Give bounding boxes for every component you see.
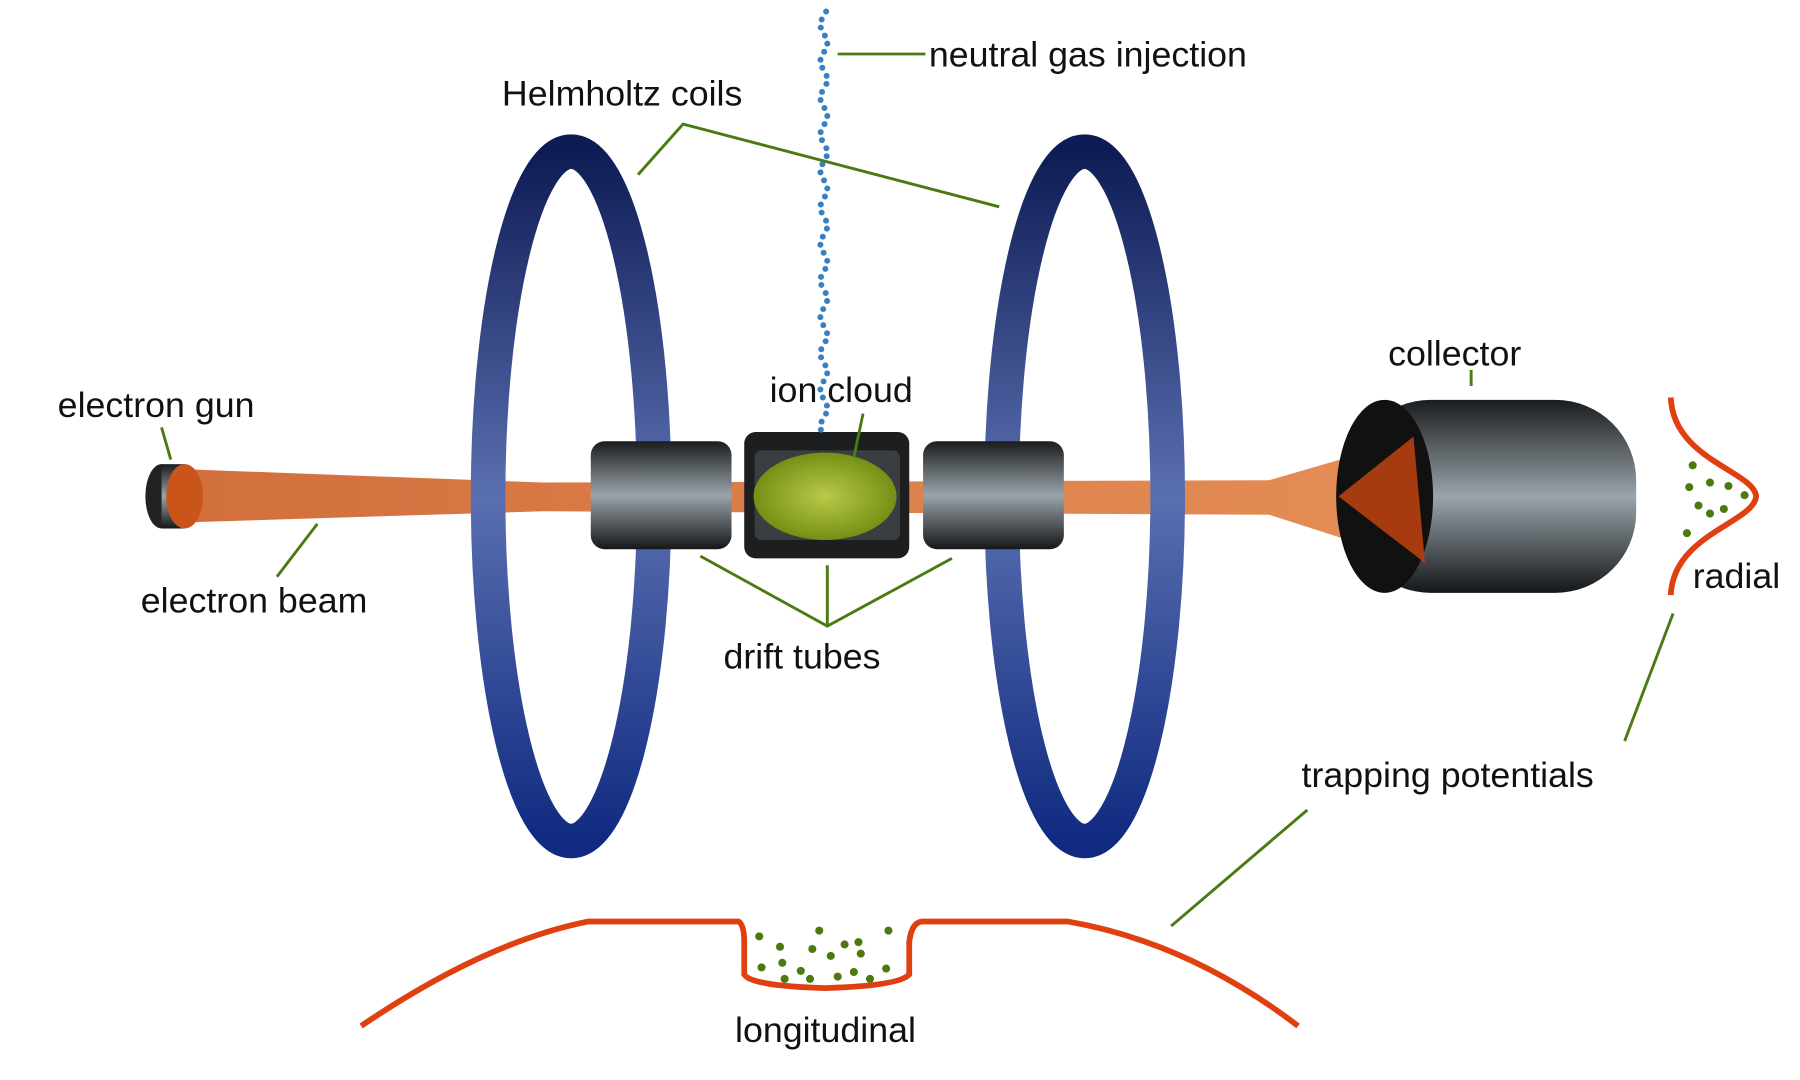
ion-dot (780, 974, 789, 983)
gas-particle (817, 56, 824, 63)
gas-particle (823, 217, 830, 224)
gas-particle (824, 185, 831, 192)
gas-particle (821, 105, 828, 111)
ion-dot (840, 940, 849, 949)
collector (1336, 399, 1637, 593)
label-drift-tubes: drift tubes (723, 637, 880, 677)
gas-particle (822, 338, 829, 345)
gas-particle (817, 386, 824, 393)
ion-dot (826, 951, 835, 960)
leader-lines (160, 52, 1675, 928)
gas-particle (818, 16, 825, 23)
gas-particle (819, 64, 826, 71)
label-radial: radial (1693, 556, 1780, 596)
gas-particle (817, 241, 824, 248)
gas-particle (821, 193, 828, 200)
ion-dot (775, 942, 785, 951)
electron-gun (145, 464, 204, 529)
label-electron-beam: electron beam (141, 580, 368, 620)
gas-particle (817, 96, 824, 103)
gas-particle (818, 418, 825, 425)
ion-dot (1685, 483, 1694, 492)
ion-dot (755, 932, 764, 941)
neutral-gas-stream (817, 8, 831, 433)
gas-particle (817, 314, 824, 321)
label-trapping-potentials: trapping potentials (1302, 755, 1594, 795)
gas-particle (818, 354, 825, 361)
gas-particle (817, 201, 824, 208)
ion-dot (815, 926, 824, 935)
gas-particle (823, 145, 830, 152)
ion-dot (1740, 491, 1749, 500)
gas-particle (821, 177, 828, 184)
gas-particle (821, 48, 828, 55)
label-ion-cloud: ion cloud (770, 370, 913, 410)
gas-particle (823, 402, 830, 409)
gas-particle (824, 370, 831, 377)
gas-particle (824, 257, 831, 264)
ion-dot (833, 972, 842, 981)
label-neutral-gas-injection: neutral gas injection (929, 35, 1247, 75)
ion-dot (849, 967, 858, 977)
ion-dot (808, 945, 817, 954)
gas-particle (818, 281, 825, 288)
label-collector: collector (1388, 333, 1521, 373)
gas-particle (822, 289, 829, 296)
ion-dot (805, 974, 815, 983)
gas-particle (817, 426, 824, 433)
ion-dot (1694, 501, 1703, 510)
gas-particle (822, 362, 829, 369)
ion-dot (856, 949, 865, 958)
gas-particle (822, 265, 829, 272)
ion-dot (882, 964, 891, 973)
gas-particle (819, 233, 826, 240)
gas-particle (819, 394, 826, 401)
ion-dot (1719, 504, 1728, 513)
gas-particle (824, 298, 831, 305)
ion-dot (865, 974, 875, 983)
label-helmholtz-coils: Helmholtz coils (502, 74, 742, 114)
gas-particle (817, 129, 824, 136)
gas-particle (823, 410, 830, 417)
gas-particle (824, 40, 831, 47)
ion-dot (1682, 529, 1691, 538)
gas-particle (818, 346, 825, 353)
gas-particle (820, 249, 827, 256)
gas-particle (820, 378, 827, 385)
gas-particle (824, 113, 831, 120)
ion-dot (854, 938, 863, 947)
gas-particle (818, 209, 825, 216)
label-longitudinal: longitudinal (735, 1010, 916, 1050)
gas-particle (820, 322, 827, 329)
gas-particle (823, 153, 830, 160)
longitudinal-potential-plot (359, 918, 1300, 1029)
gas-particle (823, 8, 830, 15)
gas-particle (823, 72, 830, 79)
gas-particle (824, 330, 831, 337)
ion-cloud (753, 452, 897, 540)
gas-particle (817, 24, 824, 31)
ion-dot (1724, 481, 1733, 491)
gas-particle (823, 80, 830, 87)
label-electron-gun: electron gun (58, 385, 255, 425)
gas-particle (818, 137, 825, 144)
ion-dot (1688, 461, 1697, 470)
radial-potential-plot (1667, 397, 1760, 596)
gas-particle (817, 169, 824, 176)
ion-dot (796, 966, 805, 975)
ion-dot (757, 963, 766, 972)
ion-dot (1705, 509, 1715, 518)
ion-dot (778, 958, 787, 967)
gas-particle (819, 161, 826, 168)
gas-particle (819, 88, 826, 95)
ion-dot (884, 926, 893, 935)
ion-dot (1705, 478, 1715, 487)
gas-particle (821, 32, 828, 39)
gas-particle (820, 306, 827, 313)
gas-particle (821, 121, 828, 128)
gas-particle (818, 273, 825, 280)
gas-particle (823, 225, 830, 232)
